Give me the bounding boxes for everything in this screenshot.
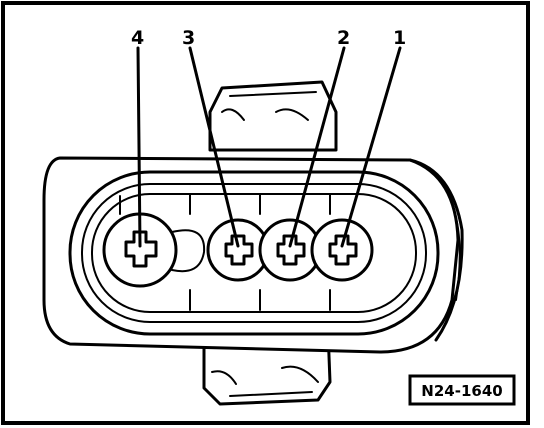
leader-line-2	[288, 46, 346, 248]
pin-socket-1	[310, 218, 374, 282]
pin-socket-4	[102, 212, 206, 288]
reference-code: N24-1640	[421, 382, 502, 400]
pin-label-2: 2	[337, 27, 350, 49]
pin-label-3: 3	[182, 27, 195, 49]
pin-socket-2	[258, 218, 322, 282]
leader-line-3	[188, 46, 240, 248]
housing-ribs	[119, 193, 331, 311]
leader-line-1	[340, 46, 402, 248]
leader-line-4	[136, 46, 142, 248]
leader-lines	[136, 46, 402, 248]
top-latch	[208, 80, 338, 152]
pin-label-4: 4	[131, 27, 144, 49]
pin-label-1: 1	[393, 27, 406, 49]
reference-code-box: N24-1640	[408, 374, 516, 406]
